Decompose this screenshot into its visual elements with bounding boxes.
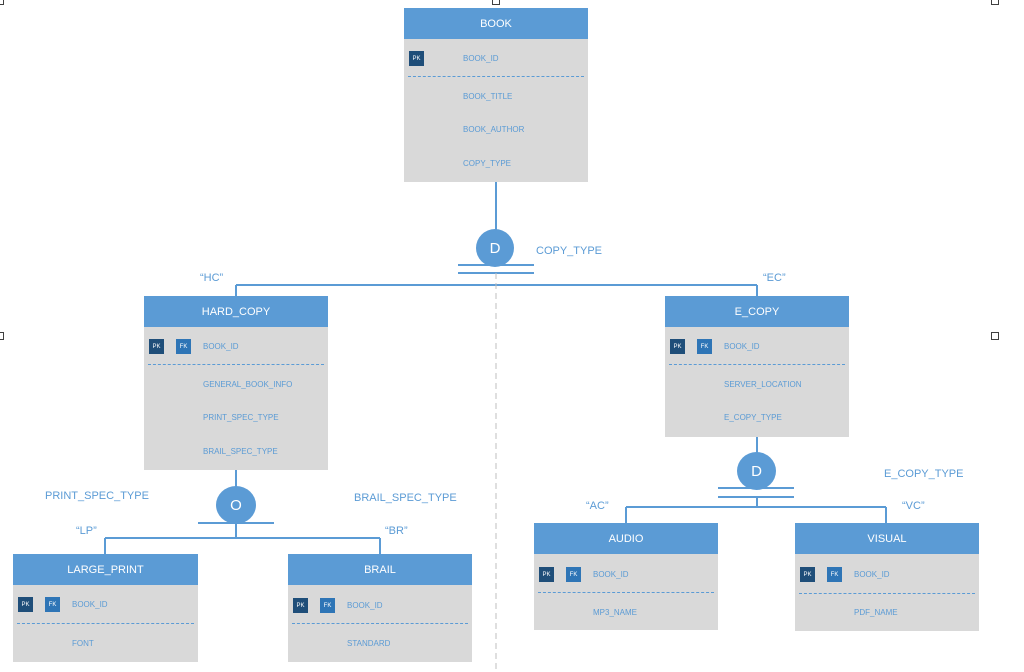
- entity-large-print[interactable]: LARGE_PRINT PK FK BOOK_ID FONT: [13, 554, 198, 662]
- attr-mp3-name: MP3_NAME: [593, 608, 638, 617]
- entity-book[interactable]: BOOK PK BOOK_ID BOOK_TITLE BOOK_AUTHOR C…: [404, 8, 588, 182]
- key-separator: [148, 364, 324, 365]
- subtype-label-hc: “HC”: [200, 272, 224, 284]
- attr-book-id: BOOK_ID: [463, 54, 499, 63]
- disjoint-symbol-e-copy-type: D: [737, 452, 776, 490]
- resize-handle-top-center[interactable]: [492, 0, 500, 5]
- attr-standard: STANDARD: [347, 639, 391, 648]
- fk-tag: FK: [176, 339, 191, 354]
- fk-tag: FK: [827, 567, 842, 582]
- entity-hard-copy-title: HARD_COPY: [144, 296, 328, 327]
- attr-copy-type: COPY_TYPE: [463, 159, 512, 168]
- pk-tag: PK: [293, 598, 308, 613]
- key-separator: [292, 623, 468, 624]
- entity-brail[interactable]: BRAIL PK FK BOOK_ID STANDARD: [288, 554, 472, 662]
- attr-book-id: BOOK_ID: [72, 600, 108, 609]
- subtype-label-ec: “EC”: [763, 272, 786, 284]
- entity-audio[interactable]: AUDIO PK FK BOOK_ID MP3_NAME: [534, 523, 718, 630]
- entity-e-copy-title: E_COPY: [665, 296, 849, 327]
- subtype-label-lp: “LP”: [76, 525, 97, 537]
- attr-server-location: SERVER_LOCATION: [724, 380, 802, 389]
- attr-book-id: BOOK_ID: [724, 342, 760, 351]
- attr-e-copy-type: E_COPY_TYPE: [724, 413, 782, 422]
- attr-book-id: BOOK_ID: [203, 342, 239, 351]
- attr-book-author: BOOK_AUTHOR: [463, 125, 525, 134]
- attr-brail-spec-type: BRAIL_SPEC_TYPE: [203, 447, 278, 456]
- entity-hard-copy[interactable]: HARD_COPY PK FK BOOK_ID GENERAL_BOOK_INF…: [144, 296, 328, 470]
- attr-font: FONT: [72, 639, 94, 648]
- resize-handle-top-left[interactable]: [0, 0, 4, 5]
- entity-visual[interactable]: VISUAL PK FK BOOK_ID PDF_NAME: [795, 523, 979, 631]
- disjoint-symbol-copy-type: D: [476, 229, 514, 267]
- resize-handle-top-right[interactable]: [991, 0, 999, 5]
- attr-book-id: BOOK_ID: [854, 570, 890, 579]
- discriminator-label-copy-type: COPY_TYPE: [536, 245, 603, 257]
- attr-book-id: BOOK_ID: [347, 601, 383, 610]
- fk-tag: FK: [697, 339, 712, 354]
- attr-general-book-info: GENERAL_BOOK_INFO: [203, 380, 293, 389]
- key-separator: [669, 364, 845, 365]
- subtype-label-ac: “AC”: [586, 500, 609, 512]
- attr-pdf-name: PDF_NAME: [854, 608, 898, 617]
- key-separator: [408, 76, 584, 77]
- pk-tag: PK: [800, 567, 815, 582]
- entity-visual-title: VISUAL: [795, 523, 979, 554]
- discriminator-label-e-copy-type: E_COPY_TYPE: [884, 468, 964, 480]
- attr-book-id: BOOK_ID: [593, 570, 629, 579]
- pk-tag: PK: [409, 51, 424, 66]
- pk-tag: PK: [18, 597, 33, 612]
- discriminator-label-brail-spec-type: BRAIL_SPEC_TYPE: [354, 492, 457, 504]
- key-separator: [538, 592, 714, 593]
- entity-audio-title: AUDIO: [534, 523, 718, 554]
- subtype-label-vc: “VC”: [902, 500, 925, 512]
- entity-brail-title: BRAIL: [288, 554, 472, 585]
- fk-tag: FK: [320, 598, 335, 613]
- attr-print-spec-type: PRINT_SPEC_TYPE: [203, 413, 279, 422]
- attr-book-title: BOOK_TITLE: [463, 92, 513, 101]
- resize-handle-middle-right[interactable]: [991, 332, 999, 340]
- resize-handle-middle-left[interactable]: [0, 332, 4, 340]
- pk-tag: PK: [670, 339, 685, 354]
- overlap-symbol-hard-copy: O: [216, 486, 256, 524]
- entity-book-title: BOOK: [404, 8, 588, 39]
- entity-large-print-title: LARGE_PRINT: [13, 554, 198, 585]
- key-separator: [799, 593, 975, 594]
- entity-e-copy[interactable]: E_COPY PK FK BOOK_ID SERVER_LOCATION E_C…: [665, 296, 849, 437]
- key-separator: [17, 623, 194, 624]
- discriminator-label-print-spec-type: PRINT_SPEC_TYPE: [45, 490, 149, 502]
- pk-tag: PK: [539, 567, 554, 582]
- pk-tag: PK: [149, 339, 164, 354]
- subtype-label-br: “BR”: [385, 525, 408, 537]
- fk-tag: FK: [45, 597, 60, 612]
- fk-tag: FK: [566, 567, 581, 582]
